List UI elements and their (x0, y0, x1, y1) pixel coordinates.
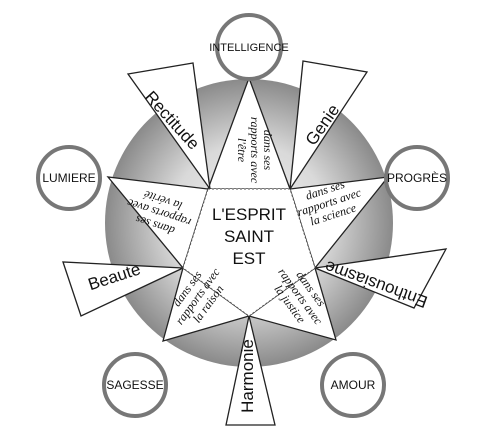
relation-etre-line-1: dans ses (261, 130, 275, 171)
rays (62, 60, 448, 426)
node-lumiere-label: LUMIERE (42, 171, 95, 185)
ray-enthousiasme (312, 248, 448, 309)
center-title-line-2: SAINT (224, 227, 274, 246)
node-progres-label: PROGRÈS (387, 170, 447, 185)
center-pentagon (182, 188, 316, 317)
ray-rectitude (126, 62, 211, 190)
node-sagesse-label: SAGESSE (106, 378, 163, 392)
relation-etre: dans ses rapports avec l'être (235, 117, 275, 184)
relation-etre-line-2: rapports avec (248, 117, 262, 184)
ray-genie (289, 60, 369, 190)
center-title-line-3: EST (232, 249, 265, 268)
star-points (106, 76, 390, 342)
node-lumiere: LUMIERE (36, 145, 102, 211)
node-amour-label: AMOUR (331, 378, 376, 392)
ray-beaute (62, 261, 184, 317)
center-title-line-1: L'ESPRIT (212, 205, 286, 224)
node-intelligence-label: INTELLIGENCE (209, 42, 288, 54)
ray-harmonie (225, 315, 276, 426)
ray-harmonie-label: Harmonie (238, 339, 257, 413)
node-amour: AMOUR (320, 352, 386, 418)
node-progres: PROGRÈS (384, 145, 450, 211)
relation-etre-line-3: l'être (235, 138, 249, 163)
node-sagesse: SAGESSE (102, 352, 168, 418)
node-intelligence: INTELLIGENCE (209, 13, 289, 81)
